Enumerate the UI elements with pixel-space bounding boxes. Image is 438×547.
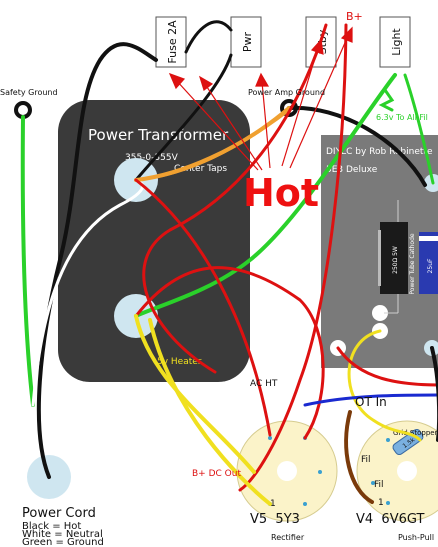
cathode-resistor: 250Ω 5W Power Tube Cathode	[378, 222, 416, 295]
green-light-wire-2	[403, 73, 435, 185]
yellow-heater-wire-2	[148, 318, 272, 506]
heater-5v-label: 5v Heater	[157, 357, 202, 367]
ot-in-label: OT In	[355, 395, 387, 409]
v4-pin-1-label: 1	[378, 498, 384, 508]
blue-plate-wire	[303, 393, 438, 407]
red-b-plus-wire-2	[238, 23, 348, 492]
orange-center-tap-wire-2	[148, 108, 291, 180]
black-fuse-to-pwr-wire	[184, 20, 233, 54]
v5-role: Rectifier	[271, 533, 305, 542]
filament-feed-label: 6.3v To All Fil	[376, 113, 428, 122]
hot-warning: Hot	[243, 171, 319, 215]
board-terminal-b	[372, 305, 388, 321]
light-box	[379, 16, 411, 68]
pwr-label: Pwr	[241, 31, 254, 52]
fuse-box	[155, 16, 187, 68]
ac-ht-label: AC HT	[250, 379, 278, 389]
cord-green-label: Green = Ground	[22, 537, 104, 547]
red-ot-wire	[336, 346, 438, 387]
green-filament-marker	[378, 88, 395, 112]
credit-label: DIYLC by Rob Robinette	[326, 147, 433, 157]
power-cord-title: Power Cord	[22, 506, 96, 521]
cathode-capacitor: 25uF	[419, 232, 438, 294]
v5-pin-1-label: 1	[270, 499, 276, 509]
green-light-wire	[134, 73, 397, 318]
black-cord-hot-wire	[36, 42, 158, 479]
black-transformer-primary-wire	[134, 53, 233, 182]
hot-arrows	[168, 26, 353, 171]
cord-black-label: Black = Hot	[22, 521, 81, 532]
grid-stopper-label: Grid Stopper	[393, 429, 438, 437]
b-plus-dc-out-label: B+ DC Out	[192, 469, 241, 479]
cap-value: 25uF	[427, 258, 434, 273]
red-ht-wire-4	[134, 266, 325, 440]
brown-wire	[344, 410, 374, 504]
power-amp-ground-label: Power Amp Ground	[248, 88, 325, 97]
green-safety-ground-wire	[20, 115, 35, 407]
red-b-plus-wire-1	[142, 23, 328, 374]
white-neutral-wire	[31, 178, 144, 407]
light-label: Light	[390, 28, 403, 56]
v4-socket: Fil Fil 1	[356, 420, 438, 522]
v4-title: V4 6V6GT	[356, 512, 424, 527]
transformer-title: Power Transformer	[88, 126, 229, 144]
resistor-value: 250Ω 5W	[392, 246, 399, 274]
power-transformer-body	[58, 100, 250, 382]
yellow-heater-wire-1	[134, 314, 256, 474]
center-taps-label: Center Taps	[174, 164, 227, 174]
b-plus-label: B+	[346, 10, 363, 23]
resistor-desc: Power Tube Cathode	[409, 233, 416, 295]
fuse-label: Fuse 2A	[166, 20, 179, 64]
black-power-amp-ground-wire	[287, 105, 427, 187]
model-label: 5E3 Deluxe	[326, 165, 378, 175]
safety-ground-lug	[14, 101, 32, 119]
fil-label-a: Fil	[361, 455, 371, 465]
pwr-switch-box	[230, 16, 262, 68]
v5-title: V5 5Y3	[250, 512, 300, 527]
v4-role: Push-Pull	[398, 533, 434, 542]
cord-white-label: White = Neutral	[22, 529, 103, 540]
board-terminal-a	[424, 174, 438, 192]
transformer-rating: 355-0-355V	[125, 153, 179, 163]
safety-ground-label: Safety Ground	[0, 88, 58, 97]
red-ht-wire-3	[134, 178, 272, 437]
wiring	[20, 20, 438, 506]
fil-label-b: Fil	[374, 480, 384, 490]
black-ot-wire	[430, 346, 438, 442]
yellow-filament-wire	[347, 329, 422, 442]
